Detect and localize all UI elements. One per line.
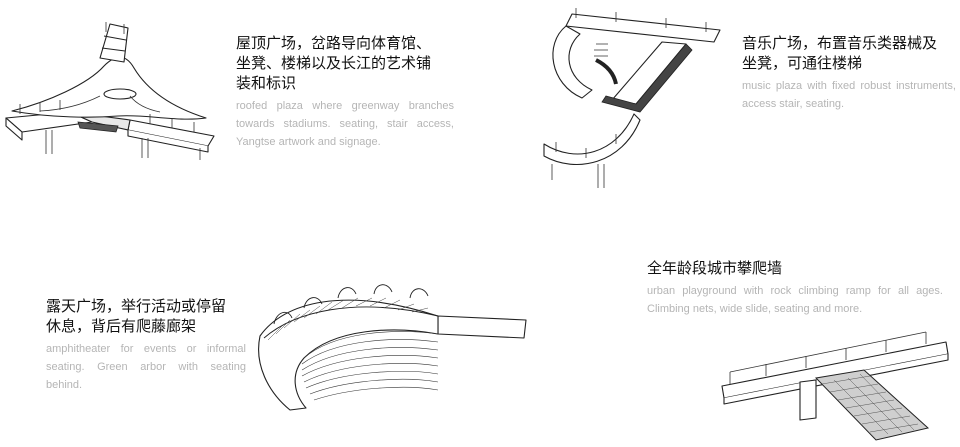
amphitheater-en: amphitheater for events or informal seat… (46, 343, 246, 391)
roofed-plaza-zh: 屋顶广场，岔路导向体育馆、 坐凳、楼梯以及长江的艺术铺 装和标识 (236, 34, 432, 92)
music-plaza-drawing (536, 4, 732, 190)
urban-playground-zh: 全年龄段城市攀爬墙 (647, 259, 783, 277)
music-plaza-caption: 音乐广场，布置音乐类器械及 坐凳，可通往楼梯 music plaza with … (742, 33, 956, 113)
urban-playground-caption: 全年龄段城市攀爬墙 urban playground with rock cli… (647, 258, 943, 318)
roofed-plaza-caption: 屋顶广场，岔路导向体育馆、 坐凳、楼梯以及长江的艺术铺 装和标识 roofed … (236, 33, 454, 151)
amphitheater-caption: 露天广场，举行活动或停留 休息，背后有爬藤廊架 amphitheater for… (46, 296, 246, 394)
roofed-plaza-en: roofed plaza where greenway branches tow… (236, 100, 454, 148)
amphitheater-zh: 露天广场，举行活动或停留 休息，背后有爬藤廊架 (46, 297, 227, 335)
urban-playground-drawing (716, 318, 952, 444)
music-plaza-zh: 音乐广场，布置音乐类器械及 坐凳，可通往楼梯 (742, 34, 938, 72)
urban-playground-en: urban playground with rock climbing ramp… (647, 285, 943, 315)
roofed-plaza-drawing (0, 14, 230, 164)
music-plaza-en: music plaza with fixed robust instrument… (742, 80, 956, 110)
amphitheater-drawing (254, 278, 530, 414)
